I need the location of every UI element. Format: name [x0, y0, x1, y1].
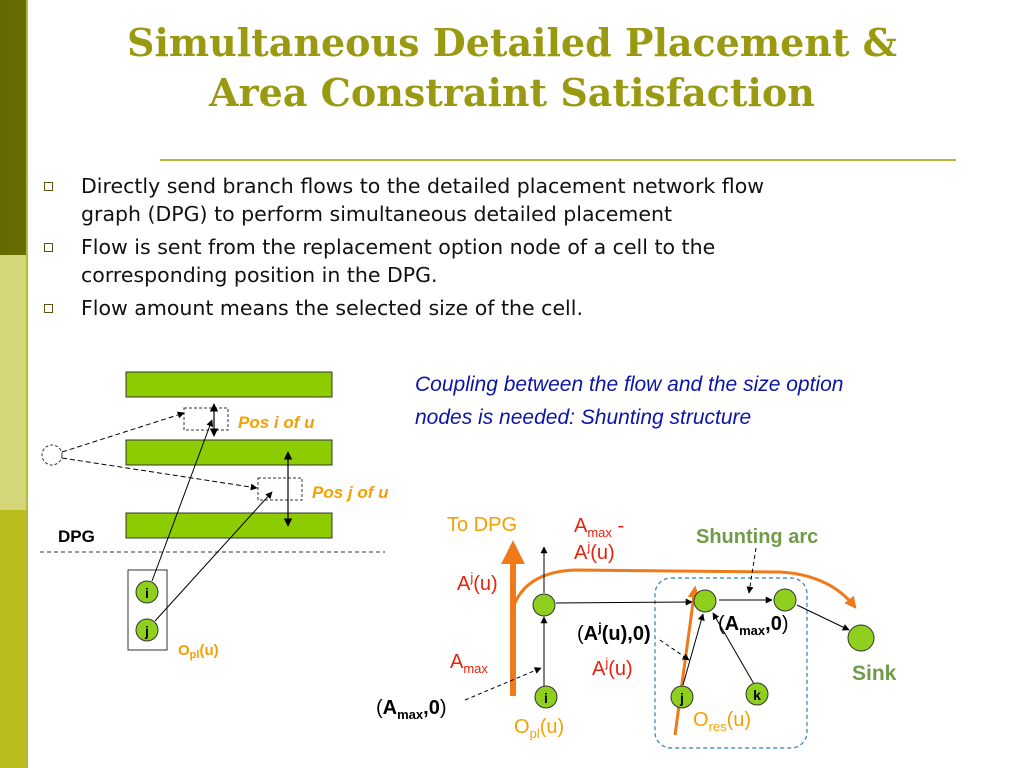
dpg-row-3	[125, 512, 333, 539]
ores-flow-arrow	[673, 585, 700, 736]
left-node-i-label: i	[145, 585, 149, 601]
aj-u-label-top: Aj(u)	[574, 539, 615, 564]
sidebar-stripe-light	[0, 255, 26, 510]
pos-i-slot	[183, 407, 229, 431]
ghost-to-pos-j-edge	[61, 457, 258, 491]
amax-zero-label-right: (Amax,0)	[718, 613, 789, 638]
opl-label: Opl(u)	[178, 642, 219, 661]
to-dpg-label: To DPG	[447, 514, 517, 536]
amax-minus-label: Amax -	[574, 515, 624, 540]
ores-label: Ores(u)	[693, 709, 751, 734]
node-j-to-coupling-edge	[682, 613, 705, 686]
note-line-1: Coupling between the flow and the size o…	[415, 373, 844, 396]
note-line-2: nodes is needed: Shunting structure	[415, 406, 752, 429]
bullet-item: Directly send branch flows to the detail…	[44, 172, 964, 228]
aj-u-label-bottom: Aj(u)	[592, 655, 633, 680]
cell-u-ghost-node	[41, 444, 63, 466]
bullet-text-line: corresponding position in the DPG.	[81, 263, 438, 287]
aj-u-label-left: Aj(u)	[457, 570, 498, 595]
node-i-to-pos-i-edge	[151, 419, 214, 582]
left-node-j-label: j	[144, 623, 149, 639]
aj-zero-pointer	[659, 639, 690, 661]
coupling-edge	[555, 598, 693, 606]
shunting-arc-label: Shunting arc	[696, 526, 818, 548]
pos-j-slot	[257, 477, 303, 501]
dpg-row-2	[125, 439, 333, 466]
left-node-j	[135, 618, 159, 642]
title-line-2: Area Constraint Satisfaction	[209, 70, 815, 115]
sink-label: Sink	[852, 662, 897, 685]
right-node-j	[670, 685, 694, 709]
right-shunting-diagram: i j k To DPG Amax - Aj(u) Shunting arc A…	[376, 514, 897, 749]
dpg-row-1	[125, 371, 333, 398]
right-node-k	[745, 682, 769, 706]
bullet-text-line: graph (DPG) to perform simultaneous deta…	[81, 202, 673, 226]
sink-node	[847, 624, 875, 652]
node-k-to-coupling-edge	[712, 612, 755, 685]
bullet-item: Flow is sent from the replacement option…	[44, 233, 964, 289]
coupling-note: Coupling between the flow and the size o…	[415, 368, 1015, 434]
sidebar-edge-line	[26, 0, 28, 768]
shunting-arc-pointer	[746, 547, 757, 594]
dpg-label: DPG	[58, 527, 95, 546]
shunt-to-sink-edge	[796, 604, 850, 631]
bullet-list: Directly send branch flows to the detail…	[44, 172, 964, 327]
title-underline	[160, 159, 956, 161]
ores-option-box	[654, 577, 808, 749]
right-node-i-label: i	[544, 690, 548, 706]
bullet-item: Flow amount means the selected size of t…	[44, 294, 964, 322]
left-dpg-diagram: Pos i of u Pos j of u DPG i j Opl(u)	[40, 371, 389, 661]
square-bullet-icon	[44, 304, 53, 313]
left-node-i	[135, 580, 159, 604]
shunting-arc-path	[511, 568, 857, 609]
coupling-node-left	[532, 593, 556, 617]
title-line-1: Simultaneous Detailed Placement &	[127, 20, 897, 65]
pos-j-label: Pos j of u	[312, 483, 389, 502]
sidebar-stripe-dark	[0, 0, 26, 255]
right-node-i	[534, 685, 558, 709]
sidebar-stripe-mid	[0, 510, 26, 768]
amax-label-left: Amax	[450, 651, 488, 676]
amax-zero-label: (Amax,0)	[376, 697, 447, 722]
ghost-to-pos-i-edge	[61, 411, 185, 453]
square-bullet-icon	[44, 243, 53, 252]
bullet-text-line: Flow is sent from the replacement option…	[81, 235, 716, 259]
right-node-k-label: k	[753, 687, 761, 703]
bullet-text-line: Flow amount means the selected size of t…	[81, 296, 583, 320]
shunt-node	[773, 588, 797, 612]
bullet-text-line: Directly send branch flows to the detail…	[81, 174, 765, 198]
coupling-node-mid	[693, 589, 717, 613]
opl-label-right: Opl(u)	[514, 716, 564, 741]
square-bullet-icon	[44, 182, 53, 191]
right-node-j-label: j	[679, 690, 684, 706]
aj-zero-label: (Aj(u),0)	[577, 620, 651, 645]
node-j-to-pos-j-edge	[154, 491, 273, 622]
pos-i-label: Pos i of u	[238, 413, 315, 432]
slide-title: Simultaneous Detailed Placement & Area C…	[40, 18, 984, 118]
